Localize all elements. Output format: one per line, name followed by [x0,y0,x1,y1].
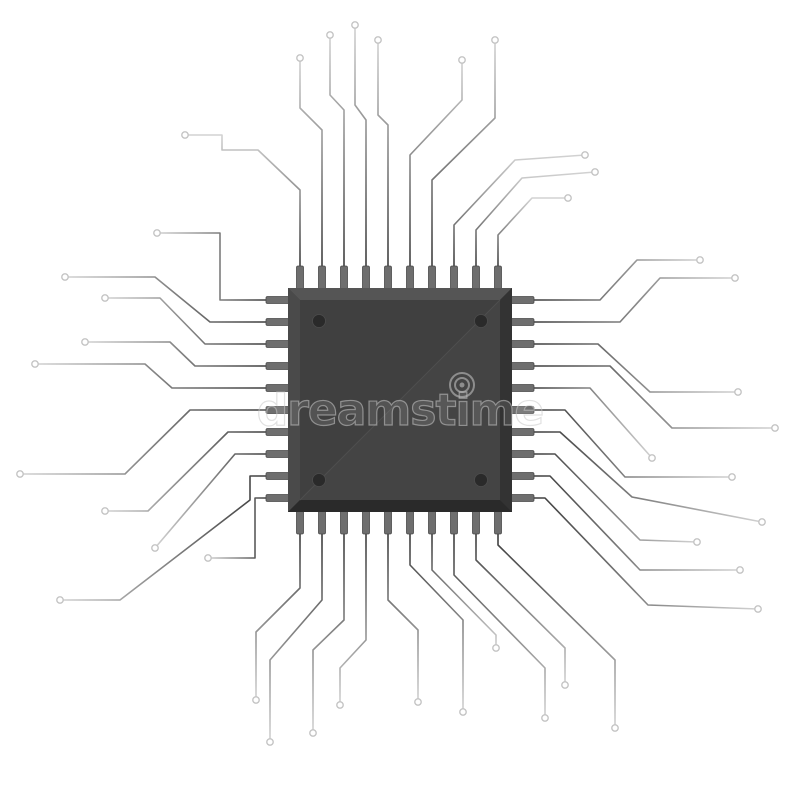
trace-terminal [61,273,69,281]
circuit-trace [104,297,269,345]
circuit-trace [104,431,269,512]
circuit-trace [34,363,269,389]
circuit-trace [312,531,345,734]
trace-terminal [728,473,736,481]
trace-terminal [736,566,744,574]
trace-terminal [591,168,599,176]
trace-terminal [491,36,499,44]
trace-terminal [252,696,260,704]
trace-terminal [326,31,334,39]
circuit-trace [531,365,776,429]
trace-terminal [266,738,274,746]
chip-sheen-line [299,299,501,501]
circuit-trace [475,171,596,269]
circuit-trace [207,497,269,559]
circuit-trace [453,154,586,269]
trace-terminal [56,596,64,604]
trace-terminal [731,274,739,282]
circuit-trace [475,531,566,686]
circuit-trace [431,39,496,269]
circuit-trace [184,134,301,269]
circuit-trace [329,34,345,269]
microchip [288,288,512,512]
trace-terminal [374,36,382,44]
trace-terminal [561,681,569,689]
circuit-trace [354,24,367,269]
trace-terminal [414,698,422,706]
trace-terminal [181,131,189,139]
chip-mount-dot [474,314,488,328]
trace-terminal [296,54,304,62]
trace-terminal [151,544,159,552]
chip-bevel-bottom [288,500,512,512]
circuit-trace [431,531,497,649]
circuit-trace [409,531,464,713]
circuit-trace [64,276,269,323]
chip-bevel-right [500,288,512,512]
circuit-trace [531,453,698,543]
circuit-trace [497,531,616,729]
circuit-trace [531,497,759,610]
chip-mount-dot [312,473,326,487]
trace-terminal [153,229,161,237]
circuit-trace [453,531,546,719]
trace-terminal [458,56,466,64]
trace-terminal [758,518,766,526]
trace-terminal [309,729,317,737]
chip-bevel-left [288,288,300,512]
circuit-trace [531,387,653,459]
trace-terminal [492,644,500,652]
chip-mount-dot [312,314,326,328]
trace-terminal [754,605,762,613]
circuit-trace [531,259,701,301]
circuit-traces [16,21,779,746]
circuit-trace [497,197,569,269]
circuit-trace [19,409,269,475]
circuit-trace [531,431,763,523]
circuit-trace [531,343,739,393]
circuit-trace [339,531,367,706]
circuit-trace [531,475,741,571]
chip-bevel-top [288,288,512,300]
circuit-trace [409,59,463,269]
trace-terminal [351,21,359,29]
chip-mount-dot [474,473,488,487]
trace-terminal [581,151,589,159]
trace-terminal [696,256,704,264]
circuit-trace [269,531,323,743]
trace-terminal [541,714,549,722]
trace-terminal [611,724,619,732]
trace-terminal [734,388,742,396]
trace-terminal [336,701,344,709]
circuit-trace [154,453,269,549]
trace-terminal [101,294,109,302]
trace-terminal [693,538,701,546]
trace-terminal [204,554,212,562]
circuit-trace [156,232,269,301]
circuit-trace [531,409,733,478]
circuit-trace [84,341,269,367]
circuit-trace [59,475,269,601]
circuit-trace [299,57,323,269]
circuit-trace [387,531,419,703]
circuit-trace [255,531,301,701]
trace-terminal [81,338,89,346]
trace-terminal [771,424,779,432]
chip-pins [265,265,535,535]
circuit-trace [531,277,736,323]
trace-terminal [459,708,467,716]
trace-terminal [564,194,572,202]
trace-terminal [31,360,39,368]
trace-terminal [16,470,24,478]
circuit-trace [377,39,389,269]
trace-terminal [101,507,109,515]
trace-terminal [648,454,656,462]
